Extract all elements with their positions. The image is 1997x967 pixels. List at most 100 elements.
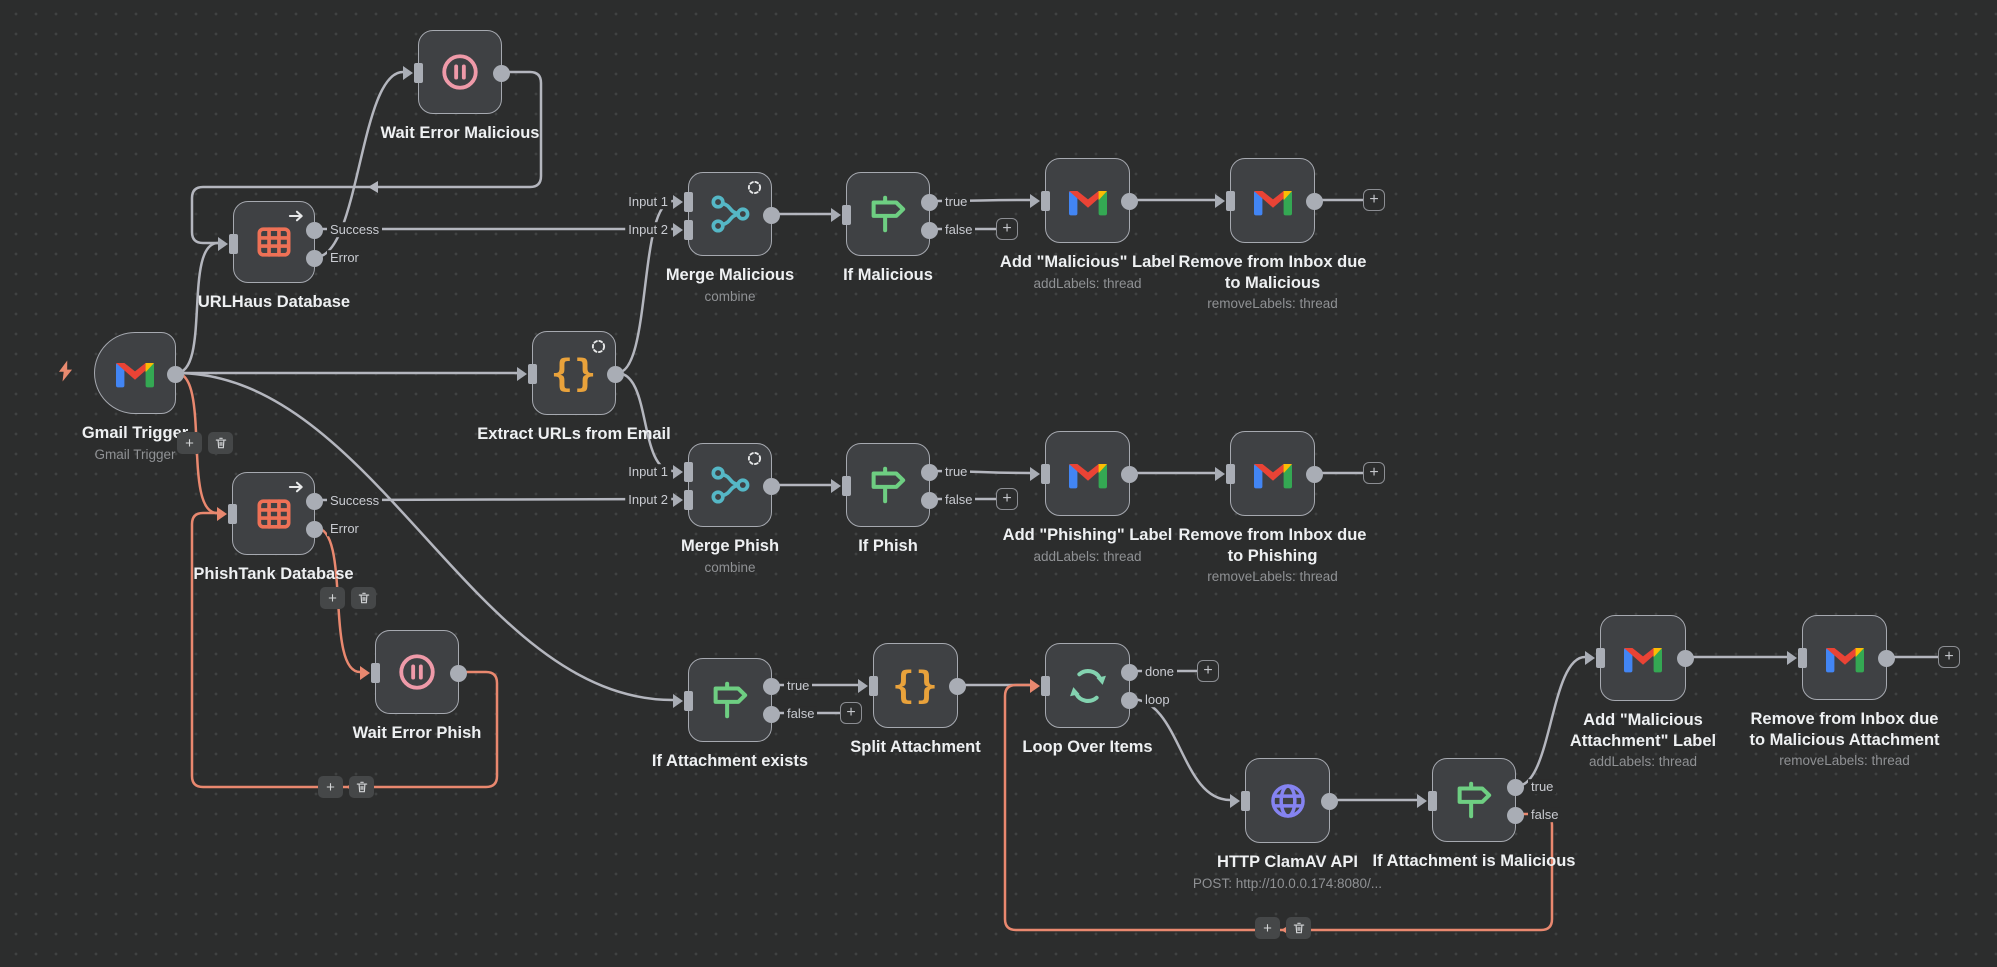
node-http-clamav-api[interactable] xyxy=(1230,758,1338,843)
quick-add-button[interactable]: + xyxy=(318,776,343,798)
output-port[interactable] xyxy=(763,206,780,224)
connection[interactable] xyxy=(174,371,675,702)
output-port[interactable] xyxy=(763,677,780,695)
output-port[interactable] xyxy=(763,477,780,495)
input-port[interactable] xyxy=(684,490,693,510)
add-node-endpoint-button[interactable]: + xyxy=(996,218,1018,240)
input-port[interactable] xyxy=(229,234,238,254)
output-port[interactable] xyxy=(949,677,966,695)
add-node-endpoint-button[interactable]: + xyxy=(840,702,862,724)
output-port[interactable] xyxy=(306,249,323,267)
node-add-malicious-attachment-label[interactable] xyxy=(1585,615,1694,701)
output-port[interactable] xyxy=(493,64,510,82)
connection[interactable] xyxy=(190,511,499,789)
output-port[interactable] xyxy=(1507,778,1524,796)
add-node-endpoint-button[interactable]: + xyxy=(1363,189,1385,211)
input-port[interactable] xyxy=(414,63,423,83)
node-remove-from-inbox-phishing[interactable] xyxy=(1215,431,1323,516)
output-port[interactable] xyxy=(1121,465,1138,483)
output-port[interactable] xyxy=(1321,792,1338,810)
input-port[interactable] xyxy=(228,504,237,524)
delete-button[interactable] xyxy=(349,776,374,798)
output-port[interactable] xyxy=(763,705,780,723)
output-port[interactable] xyxy=(306,492,323,510)
output-port[interactable] xyxy=(1878,649,1895,667)
input-port[interactable] xyxy=(842,205,851,225)
connection[interactable] xyxy=(615,371,675,473)
node-remove-from-inbox-malicious-attachment[interactable] xyxy=(1787,615,1895,700)
quick-add-button[interactable]: + xyxy=(1255,917,1280,939)
output-port[interactable] xyxy=(167,365,184,383)
node-wait-error-malicious[interactable] xyxy=(403,30,510,114)
input-port[interactable] xyxy=(1041,676,1050,696)
output-port[interactable] xyxy=(1306,465,1323,483)
connection[interactable] xyxy=(190,70,543,245)
delete-button[interactable] xyxy=(1286,917,1311,939)
output-port[interactable] xyxy=(1121,663,1138,681)
output-port[interactable] xyxy=(607,365,624,383)
input-port[interactable] xyxy=(1226,464,1235,484)
add-node-endpoint-button[interactable]: + xyxy=(1938,646,1960,668)
node-gmail-trigger[interactable] xyxy=(94,332,184,414)
output-port[interactable] xyxy=(1121,192,1138,210)
node-remove-from-inbox-malicious[interactable] xyxy=(1215,158,1323,243)
add-node-endpoint-button[interactable]: + xyxy=(1197,660,1219,682)
output-port[interactable] xyxy=(1306,192,1323,210)
node-name: Merge Phish xyxy=(680,537,780,555)
output-port[interactable] xyxy=(921,193,938,211)
output-port[interactable] xyxy=(1507,806,1524,824)
node-add-malicious-label[interactable] xyxy=(1030,158,1138,243)
input-port[interactable] xyxy=(1041,464,1050,484)
delete-button[interactable] xyxy=(208,432,233,454)
input-port[interactable] xyxy=(842,476,851,496)
input-port[interactable] xyxy=(1226,191,1235,211)
delete-button[interactable] xyxy=(351,587,376,609)
input-port[interactable] xyxy=(869,676,878,696)
connection[interactable] xyxy=(314,70,405,259)
input-port[interactable] xyxy=(1596,648,1605,668)
input-port[interactable] xyxy=(1428,791,1437,811)
node-title: Loop Over Items xyxy=(1022,737,1152,758)
input-port[interactable] xyxy=(1041,191,1050,211)
output-port-label: true xyxy=(942,194,971,210)
input-port-label: Input 2 xyxy=(625,492,671,508)
input-port[interactable] xyxy=(684,220,693,240)
input-port[interactable] xyxy=(528,364,537,384)
output-port[interactable] xyxy=(921,221,938,239)
input-port[interactable] xyxy=(684,691,693,711)
output-port[interactable] xyxy=(450,664,467,682)
node-wait-error-phish[interactable] xyxy=(360,630,467,714)
quick-add-button[interactable]: + xyxy=(177,432,202,454)
input-port[interactable] xyxy=(371,663,380,683)
node-extract-urls-from-email[interactable]: {} xyxy=(517,331,624,415)
node-name: Add "Malicious Attachment" Label xyxy=(1569,711,1717,750)
input-port[interactable] xyxy=(1798,648,1807,668)
connection[interactable] xyxy=(174,241,220,375)
input-arrow-icon xyxy=(673,465,683,479)
add-node-endpoint-button[interactable]: + xyxy=(1363,462,1385,484)
node-split-attachment[interactable]: {} xyxy=(858,643,966,728)
input-port[interactable] xyxy=(1241,791,1250,811)
node-add-phishing-label[interactable] xyxy=(1030,431,1138,516)
output-port[interactable] xyxy=(1121,691,1138,709)
output-port[interactable] xyxy=(921,463,938,481)
output-port[interactable] xyxy=(921,491,938,509)
output-port[interactable] xyxy=(306,221,323,239)
add-node-endpoint-button[interactable]: + xyxy=(996,488,1018,510)
output-port[interactable] xyxy=(306,520,323,538)
input-port[interactable] xyxy=(684,462,693,482)
input-port[interactable] xyxy=(684,192,693,212)
node-title: If Malicious xyxy=(843,265,933,286)
quick-add-button[interactable]: + xyxy=(320,587,345,609)
output-port[interactable] xyxy=(1677,649,1694,667)
